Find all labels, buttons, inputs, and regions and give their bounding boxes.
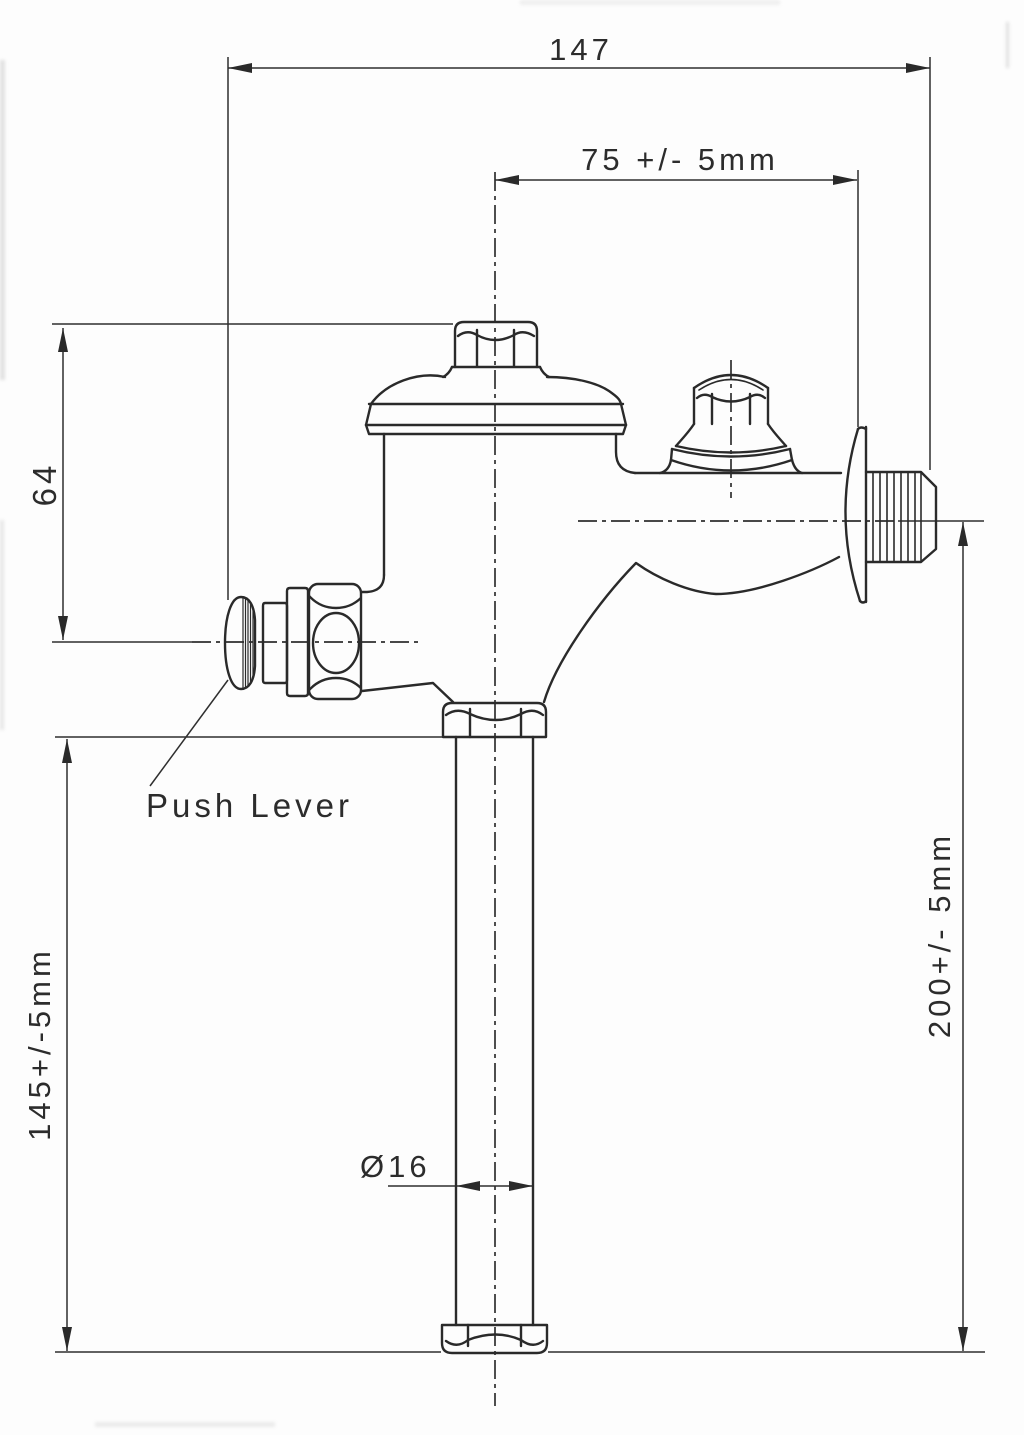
- push-button-knurling: [242, 597, 254, 689]
- lever-boss-fillet: [360, 573, 386, 594]
- top-cap-nut: [441, 320, 551, 379]
- lever-ring-large: [285, 586, 310, 698]
- extension-lines: [52, 57, 985, 1353]
- pipe-union-nut-bottom: [440, 1323, 549, 1355]
- dimension-64: 64: [26, 328, 68, 640]
- body-bowl-curve: [542, 555, 841, 704]
- threaded-inlet: [864, 470, 938, 564]
- push-lever-leader-line: [149, 679, 229, 787]
- scan-artifact: [1006, 22, 1009, 68]
- wall-flange: [844, 425, 868, 604]
- dimension-diameter-16: Ø16: [360, 1149, 533, 1191]
- bonnet-dome: [364, 374, 628, 436]
- scan-artifact: [520, 0, 780, 5]
- push-lever-assembly: [223, 582, 363, 701]
- dim-147-label: 147: [549, 32, 613, 67]
- housing-bottom-edge: [360, 681, 455, 704]
- push-lever-callout: Push Lever: [146, 679, 353, 824]
- grip-nut: [307, 582, 363, 701]
- dim-145-label: 145+/-5mm: [22, 947, 57, 1141]
- scan-artifact: [95, 1422, 275, 1427]
- pipe-union-nut-top: [441, 701, 548, 739]
- dimension-75: 75 +/- 5mm: [495, 142, 857, 185]
- push-lever-label: Push Lever: [146, 787, 353, 824]
- dimension-145: 145+/-5mm: [22, 739, 72, 1351]
- valve-body: [223, 320, 938, 1355]
- lever-ring-small: [261, 601, 289, 685]
- flush-pipe: [454, 735, 535, 1327]
- dim-75-label: 75 +/- 5mm: [581, 142, 779, 177]
- dimension-200: 200+/- 5mm: [922, 522, 968, 1351]
- adjuster-valve: [658, 373, 804, 475]
- body-right-wall: [614, 432, 637, 475]
- thread-lines: [872, 471, 916, 563]
- dim-64-label: 64: [26, 462, 63, 507]
- dimension-147: 147: [228, 32, 930, 73]
- grip-nut-dimples: [309, 584, 361, 699]
- scan-artifact: [0, 60, 5, 380]
- scan-artifact: [0, 520, 4, 730]
- dim-diameter-label: Ø16: [360, 1149, 431, 1184]
- dim-200-label: 200+/- 5mm: [922, 832, 957, 1038]
- centerlines: [192, 172, 896, 1406]
